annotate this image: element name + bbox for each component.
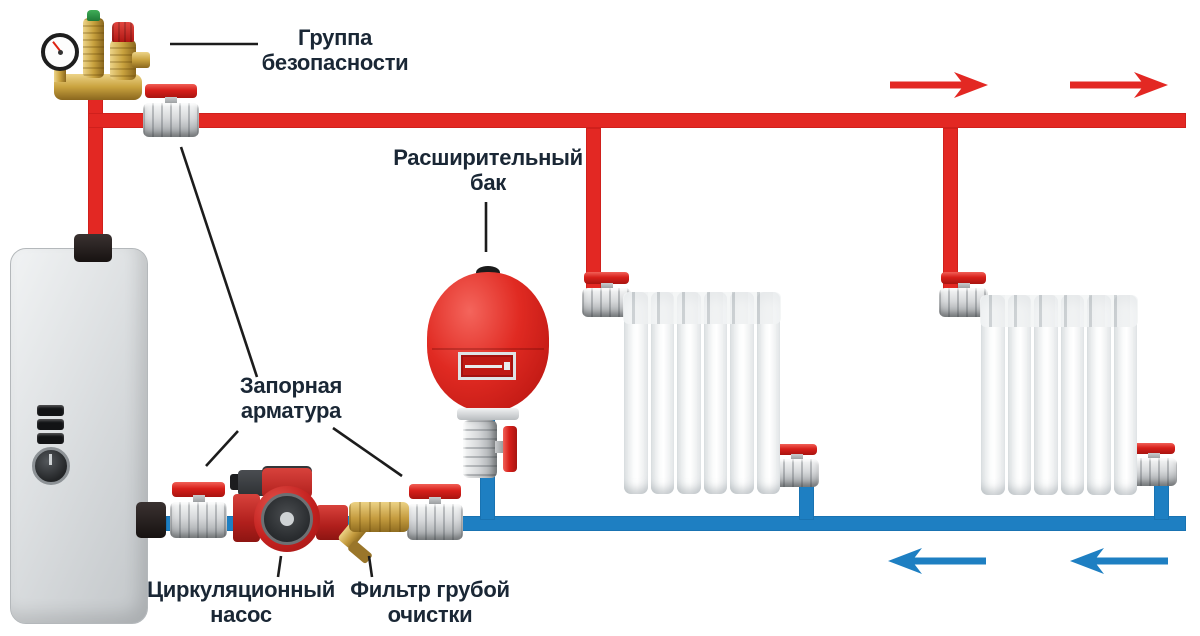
valve-handle <box>1132 443 1176 455</box>
safety-valve-body <box>110 40 136 80</box>
label-expansion-tank: Расширительный бак <box>393 145 583 195</box>
ball-valve-expansion-tank <box>463 420 533 480</box>
supply-branch-radiator-2 <box>943 128 958 296</box>
pointer-pump <box>276 555 283 578</box>
tank-band-dot <box>503 361 510 371</box>
valve-stem <box>790 454 803 461</box>
radiator-section <box>1087 295 1111 495</box>
valve-handle <box>775 444 818 456</box>
pump-hub <box>280 512 294 526</box>
valve-handle <box>503 426 517 472</box>
expansion-tank-flange <box>457 408 519 420</box>
gauge-pin <box>58 50 63 55</box>
valve-handle <box>145 84 197 98</box>
ball-valve-boiler-return <box>170 482 227 538</box>
tank-band-line <box>465 364 502 368</box>
expansion-tank <box>427 272 549 412</box>
radiator-section <box>730 292 754 494</box>
radiator-section <box>1034 295 1058 495</box>
valve-body <box>939 288 988 317</box>
valve-handle <box>583 272 630 284</box>
valve-handle <box>172 482 225 497</box>
safety-valve-outlet <box>132 52 150 68</box>
filter-body <box>349 502 409 532</box>
expansion-tank-seam <box>432 348 544 350</box>
boiler-display-window <box>37 433 64 444</box>
radiator-section <box>624 292 648 494</box>
radiator-section <box>677 292 701 494</box>
radiator-section <box>1060 295 1084 495</box>
ball-valve-radiator-1-inlet <box>582 272 631 317</box>
pointer-filter <box>367 555 374 578</box>
radiator-section <box>1007 295 1031 495</box>
valve-body <box>170 502 227 538</box>
radiator-section <box>650 292 674 494</box>
ball-valve-supply-main <box>143 84 199 137</box>
safety-valve-cap <box>112 22 134 42</box>
boiler-display-window <box>37 419 64 430</box>
return-branch-radiator-1 <box>799 484 814 520</box>
valve-body <box>1131 458 1177 486</box>
supply-flow-arrow-2 <box>1068 72 1168 103</box>
boiler-thermostat-knob <box>32 447 70 485</box>
pointer-shutoff-left <box>205 430 239 467</box>
supply-pipe-main <box>88 113 1186 128</box>
return-branch-radiator-2 <box>1154 482 1169 520</box>
valve-stem <box>957 282 970 290</box>
pressure-gauge <box>41 33 79 71</box>
boiler-side-fitting <box>136 502 166 538</box>
valve-body <box>407 504 463 540</box>
air-vent-cap <box>87 10 100 21</box>
valve-stem <box>600 282 613 290</box>
supply-pipe-vertical-left <box>88 98 103 250</box>
valve-body <box>774 459 819 487</box>
radiator-top-collector <box>980 295 1138 327</box>
valve-stem <box>192 495 205 504</box>
label-shutoff-valves: Запорная арматура <box>239 373 343 423</box>
label-circulation-pump: Циркуляционный насос <box>147 577 335 627</box>
valve-stem <box>495 441 505 453</box>
supply-flow-arrow-1 <box>888 72 988 103</box>
coarse-filter <box>337 502 409 565</box>
radiator-section <box>1113 295 1137 495</box>
valve-stem <box>429 497 441 506</box>
valve-handle <box>409 484 461 499</box>
ball-valve-radiator-2-outlet <box>1131 443 1177 486</box>
supply-branch-radiator-1 <box>586 128 601 296</box>
label-coarse-filter: Фильтр грубой очистки <box>350 577 510 627</box>
valve-body <box>463 420 497 478</box>
radiator-1 <box>622 292 782 494</box>
return-flow-arrow-1 <box>888 548 988 579</box>
pointer-shutoff-top <box>179 146 259 378</box>
pointer-shutoff-right <box>332 426 403 478</box>
valve-body <box>143 103 199 137</box>
valve-handle <box>940 272 987 284</box>
ball-valve-radiator-1-outlet <box>774 444 819 487</box>
valve-stem <box>1148 453 1160 460</box>
boiler-display-window <box>37 405 64 416</box>
valve-stem <box>165 96 177 105</box>
air-vent <box>83 18 104 78</box>
expansion-tank-label-band <box>458 352 516 380</box>
radiator-section <box>756 292 780 494</box>
radiator-section <box>981 295 1005 495</box>
ball-valve-filter-outlet <box>407 484 463 540</box>
ball-valve-radiator-2-inlet <box>939 272 988 317</box>
boiler-top-fitting <box>74 234 112 262</box>
radiator-top-collector <box>623 292 781 324</box>
return-flow-arrow-2 <box>1070 548 1170 579</box>
radiator-section <box>703 292 727 494</box>
circulation-pump <box>230 466 348 552</box>
radiator-2 <box>979 295 1139 495</box>
valve-body <box>582 288 631 317</box>
label-safety-group: Группа безопасности <box>261 25 409 75</box>
